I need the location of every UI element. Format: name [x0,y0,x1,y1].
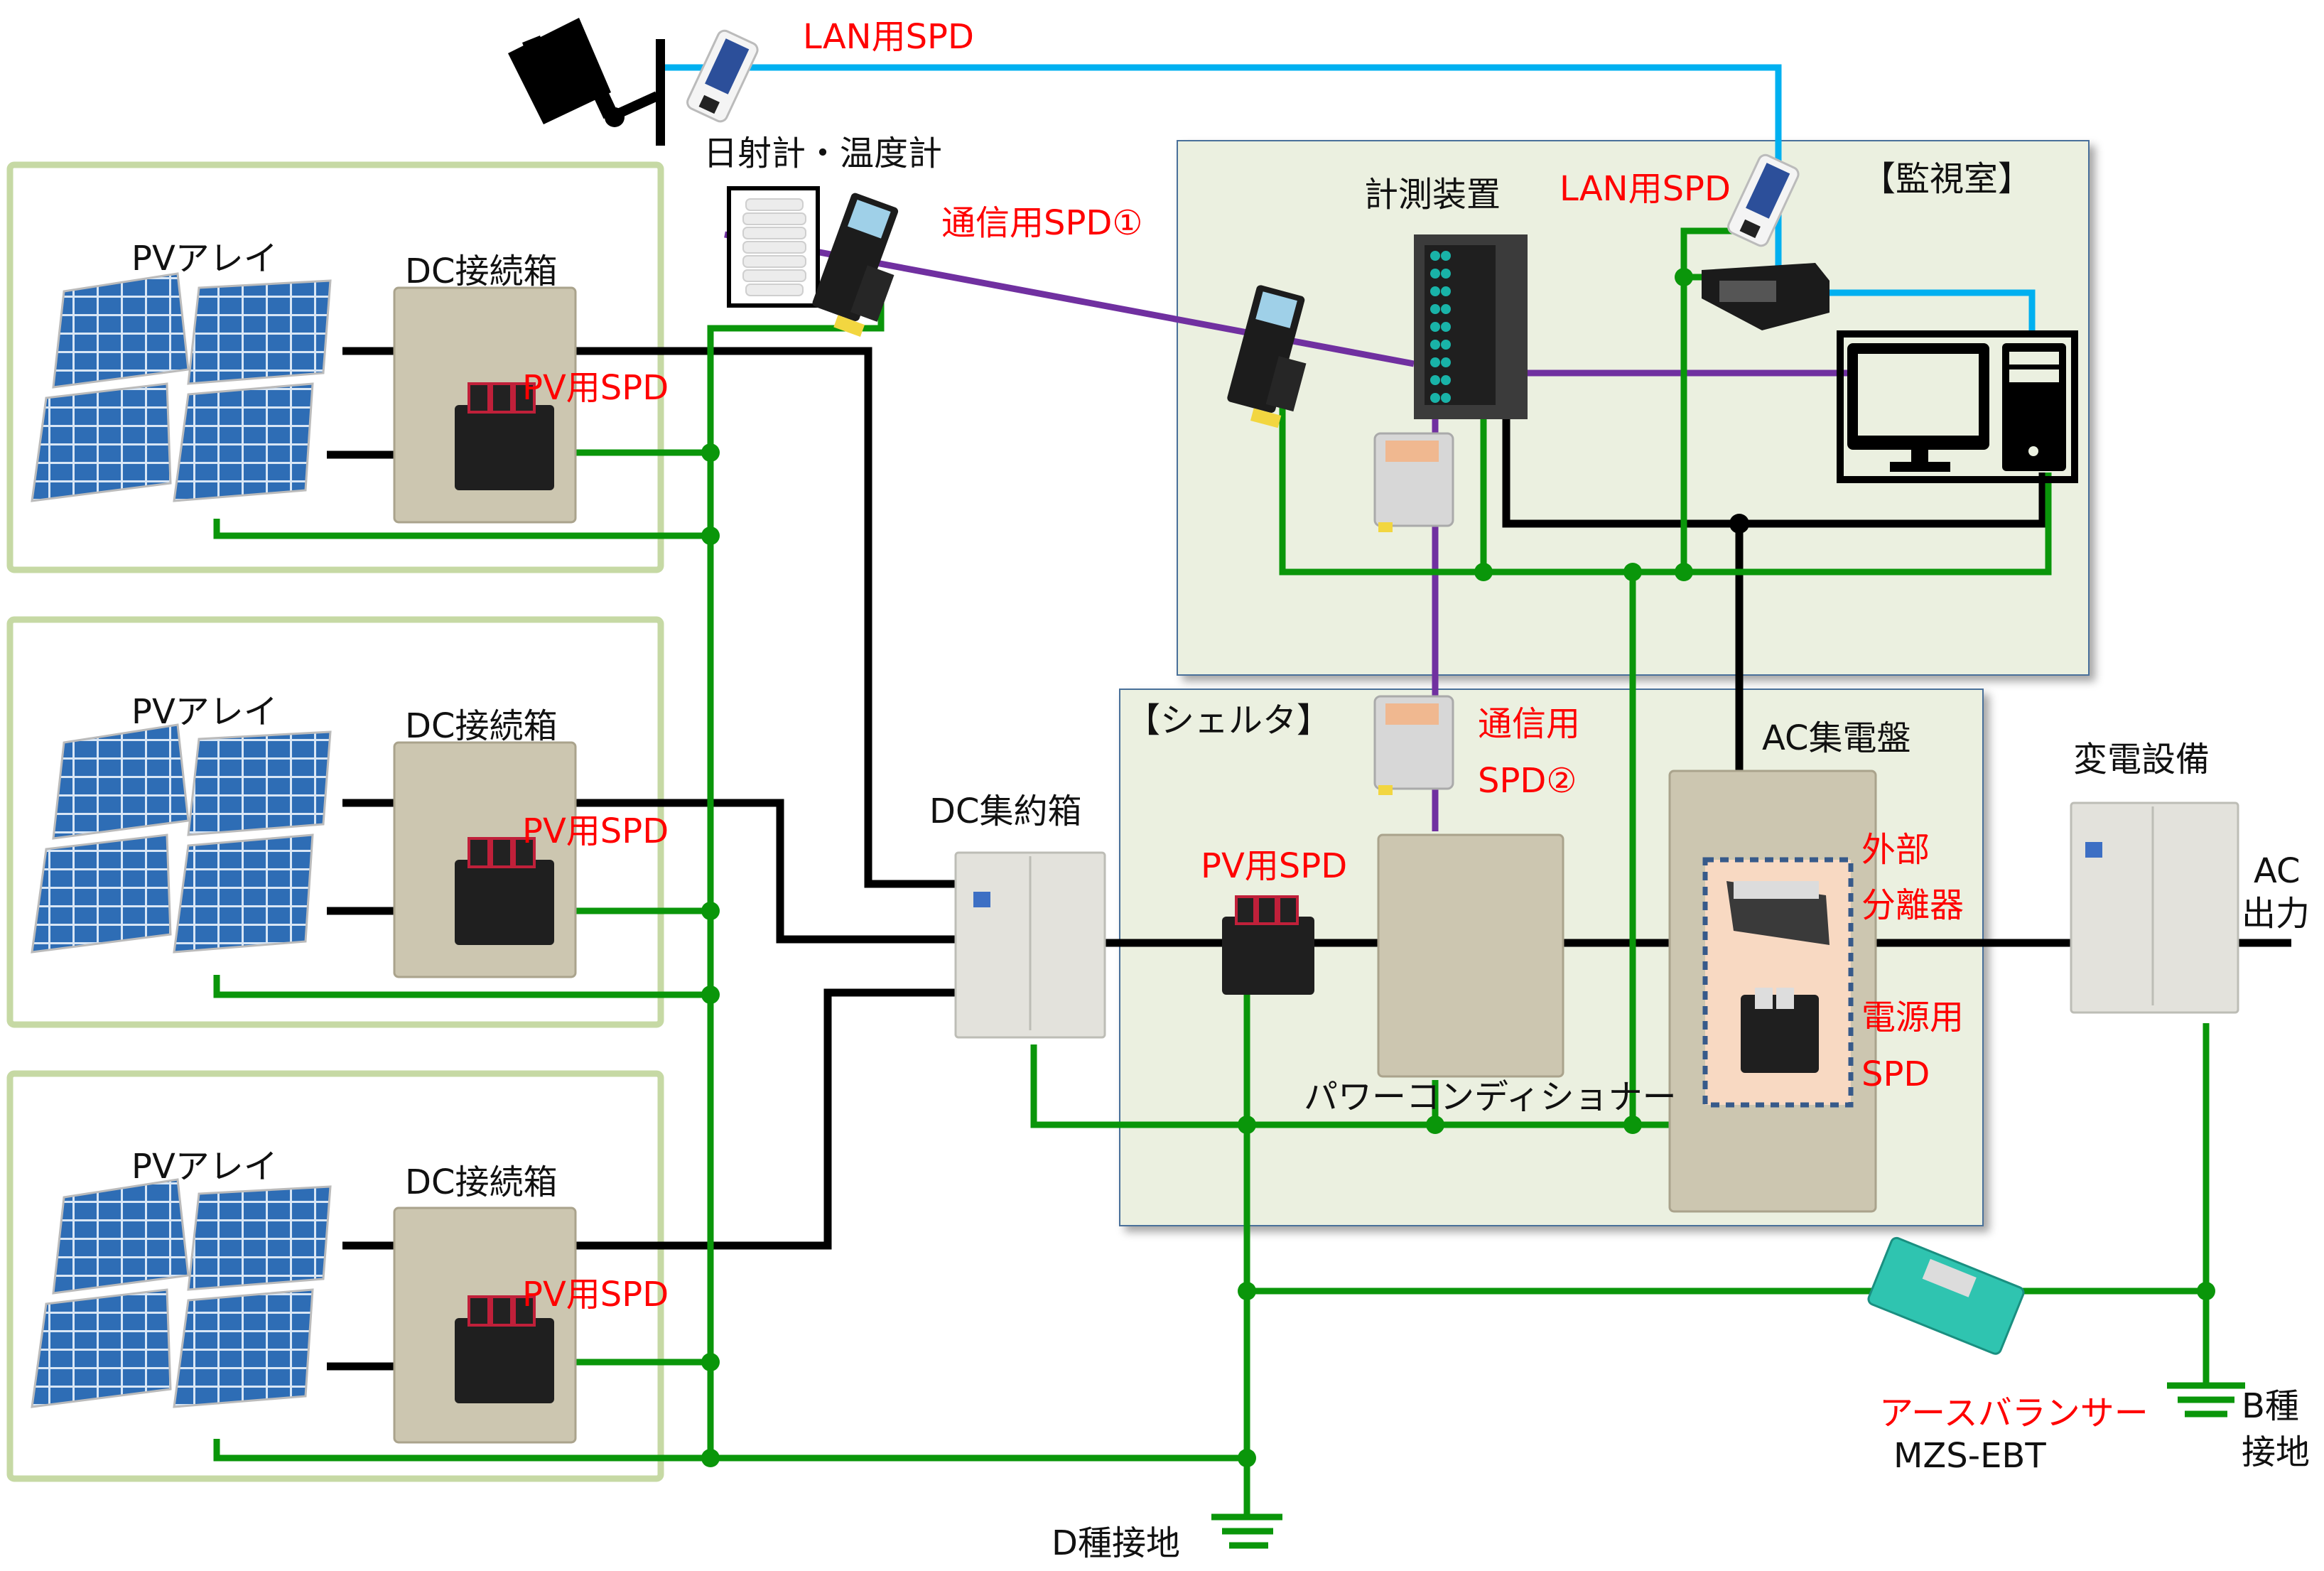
substation-icon [2070,801,2239,1014]
lan-spd-room-label: LAN用SPD [1560,169,1731,209]
ground-shelter-bus [1030,1044,1670,1128]
ground-symbol-b-icon [2167,1382,2245,1418]
comm-spd-room-icon [1227,285,1307,428]
dc-collector-label: DC集約箱 [929,792,1081,831]
power-spd-label-line1: 電源用 [1861,998,1964,1037]
junction-box-3-label: DC接続箱 [405,1162,557,1202]
ground-pv3 [213,1439,1247,1462]
comm-spd-1-icon [812,193,899,338]
pv-spd-icon [455,837,554,945]
power-jb1-collector [575,347,956,888]
lan-spd-top-label: LAN用SPD [803,17,974,57]
security-camera-icon [508,18,665,146]
earth-balancer-label: アースバランサー [1879,1393,2149,1433]
pv-array-3-label: PVアレイ [131,1147,278,1187]
measurement-label: 計測装置 [1364,175,1501,215]
pv-group-3-border [6,1070,664,1482]
pcs-label: パワーコンディショナー [1304,1077,1677,1117]
comm-spd-small-room-icon [1373,432,1454,532]
ground-pv2 [213,975,710,998]
power-spd-label-line2: SPD [1861,1054,1930,1094]
network-switch-icon [1702,263,1830,330]
pv-group-2 [31,723,577,978]
pc-icon [1837,330,2078,483]
isolator-label-line2: 分離器 [1861,885,1964,925]
shelter-pv-spd-label: PV用SPD [1201,846,1347,886]
pv-spd-1-label: PV用SPD [522,368,669,408]
ac-output-label-line1: AC [2254,851,2301,891]
ground-bus-left [707,284,885,1458]
ground-room-bus [1279,394,2052,576]
ac-panel-label: AC集電盤 [1762,718,1911,758]
power-jb2-collector [575,799,956,944]
shelter-pv-spd-icon [1222,895,1314,995]
pv-spd-3-label: PV用SPD [522,1275,669,1314]
comm-spd-2-icon [1373,695,1454,795]
power-spd-icon [1741,988,1819,1073]
pv-array-2-label: PVアレイ [131,692,278,732]
ground-junctions [701,268,2215,1467]
substation-label: 変電設備 [2073,740,2210,779]
junction-node [1729,514,1749,534]
comm-spd-2-label-line1: 通信用 [1478,704,1580,744]
earth-balancer-icon [1867,1236,2025,1355]
b-ground-label-line1: B種 [2242,1386,2299,1426]
isolator-label-line1: 外部 [1861,830,1930,870]
power-measure-pc [1502,411,2047,528]
ground-symbol-d-icon [1211,1513,1282,1549]
comm-spd-2-label-line2: SPD② [1478,761,1577,801]
pv-group-3 [31,1178,577,1444]
pv-array-icon [31,272,332,502]
shelter-title: 【シェルタ】 [1126,701,1331,740]
ground-switch [1680,227,1748,572]
earth-balancer-model: MZS-EBT [1893,1436,2046,1476]
ac-output-label-line2: 出力 [2242,894,2310,934]
pv-group-2-border [6,616,664,1028]
pv-group-1-border [6,161,664,573]
external-isolator-icon [1726,881,1830,945]
measurement-rack-icon [1414,234,1528,419]
solar-temp-sensor-icon [727,186,820,308]
junction-box-2-label: DC接続箱 [405,706,557,746]
pv-array-1-label: PVアレイ [131,239,278,279]
power-conditioner-icon [1377,833,1564,1078]
lan-spd-room-icon [1727,153,1800,247]
lan-spd-top-icon [686,29,759,123]
dc-collector-box-icon [954,851,1106,1039]
power-jb3-collector [575,988,956,1250]
pv-array-icon [31,1178,332,1408]
pv-spd-icon [455,1295,554,1403]
junction-box-1-label: DC接続箱 [405,252,557,291]
sensor-label: 日射計・温度計 [703,134,942,173]
pv-group-1 [31,272,577,524]
d-ground-label: D種接地 [1052,1523,1180,1563]
pv-spd-2-label: PV用SPD [522,811,669,851]
comm-spd-1-label: 通信用SPD① [941,203,1142,243]
monitoring-room-title: 【監視室】 [1861,159,2032,199]
b-ground-label-line2: 接地 [2242,1432,2310,1472]
pv-spd-icon [455,382,554,490]
pv-array-icon [31,723,332,954]
lan-line-pc [1830,289,2036,334]
ground-pv1 [213,519,710,539]
